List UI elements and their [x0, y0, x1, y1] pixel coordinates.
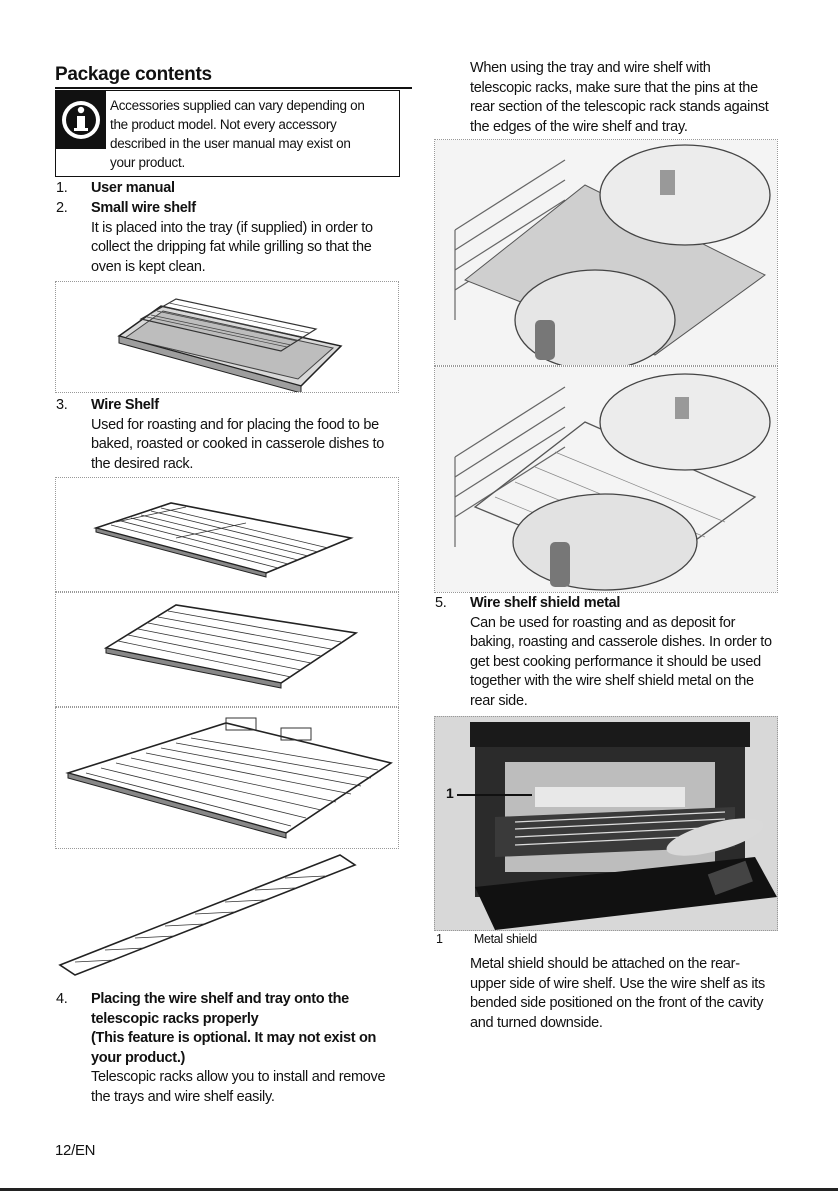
list-item: 3. Wire Shelf Used for roasting and for … — [56, 396, 401, 474]
photo-callout-line — [457, 794, 532, 796]
telescopic-tray-figure — [434, 139, 778, 366]
small-wire-shelf-figure — [55, 281, 399, 393]
item-title: Small wire shelf — [91, 200, 196, 216]
wire-shelf-figure-1 — [55, 477, 399, 592]
info-note-text: Accessories supplied can vary depending … — [110, 98, 365, 170]
item-title: Placing the wire shelf and tray onto the — [91, 991, 349, 1007]
item-title: Wire shelf shield metal — [470, 595, 621, 611]
legend-item: 1 Metal shield — [436, 932, 537, 946]
item-number: 1. — [56, 180, 68, 196]
item-number: 4. — [56, 991, 68, 1007]
telescopic-wire-shelf-figure — [434, 366, 778, 593]
list-item: 4. Placing the wire shelf and tray onto … — [56, 990, 406, 1107]
legend-number: 1 — [436, 932, 443, 946]
title-rule — [55, 87, 412, 89]
item-number: 3. — [56, 397, 68, 413]
bottom-border — [0, 1188, 838, 1191]
info-icon — [56, 91, 106, 149]
page-number: 12/EN — [55, 1142, 96, 1159]
photo-callout-number: 1 — [446, 785, 454, 801]
list-item: 2. Small wire shelf It is placed into th… — [56, 199, 401, 277]
telescopic-intro: When using the tray and wire shelf with … — [470, 60, 769, 135]
list-item: 5. Wire shelf shield metal Can be used f… — [435, 594, 795, 711]
oven-photo — [434, 716, 778, 931]
legend-label: Metal shield — [473, 932, 537, 946]
item-number: 5. — [435, 595, 447, 611]
page-title: Package contents — [55, 64, 212, 85]
info-box — [55, 90, 400, 177]
item-number: 2. — [56, 200, 68, 216]
metal-shield-description: Metal shield should be attached on the r… — [470, 956, 765, 1031]
item-title: User manual — [91, 180, 175, 196]
wire-shelf-figure-4 — [55, 850, 397, 980]
wire-shelf-figure-2 — [55, 592, 399, 707]
item-title: Wire Shelf — [91, 397, 159, 413]
wire-shelf-figure-3 — [55, 707, 399, 849]
